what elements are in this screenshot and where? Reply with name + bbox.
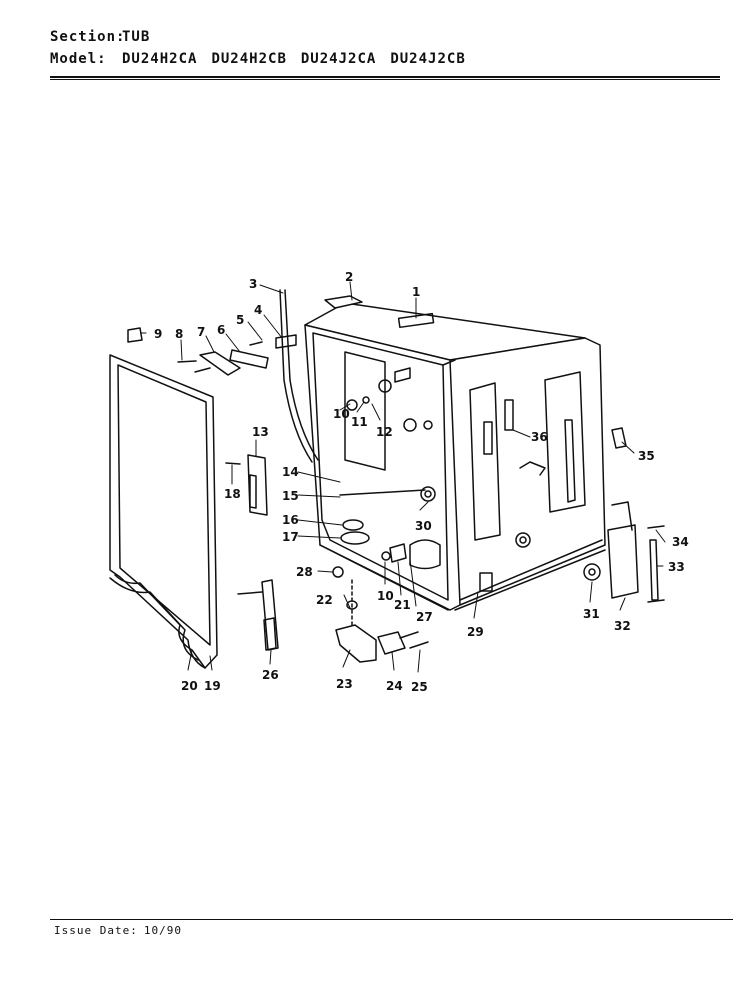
callout-36: 36: [531, 430, 548, 444]
header-rule: [50, 76, 720, 80]
callout-25: 25: [411, 680, 428, 694]
callout-10-lower: 10: [377, 589, 394, 603]
callout-24: 24: [386, 679, 403, 693]
model-2: DU24H2CB: [211, 51, 287, 67]
top-brackets: [127, 295, 363, 376]
part-strap: [284, 289, 319, 461]
model-1: DU24H2CA: [122, 51, 198, 67]
callout-28: 28: [296, 565, 313, 579]
callout-12: 12: [376, 425, 393, 439]
model-4: DU24J2CB: [390, 51, 466, 67]
callout-23: 23: [336, 677, 353, 691]
callout-22: 22: [316, 593, 333, 607]
callout-5: 5: [236, 313, 244, 327]
section-value: TUB: [122, 29, 151, 45]
callout-30: 30: [415, 519, 432, 533]
callout-29: 29: [467, 625, 484, 639]
callout-9: 9: [154, 327, 162, 341]
callout-20: 20: [181, 679, 198, 693]
callout-8: 8: [175, 327, 183, 341]
callout-32: 32: [614, 619, 631, 633]
bottom-parts: [332, 519, 601, 663]
callout-35: 35: [638, 449, 655, 463]
callout-16: 16: [282, 513, 299, 527]
callout-4: 4: [254, 303, 262, 317]
callout-17: 17: [282, 530, 299, 544]
callout-27: 27: [416, 610, 433, 624]
callout-10-upper: 10: [333, 407, 350, 421]
callout-15: 15: [282, 489, 299, 503]
callout-11: 11: [351, 415, 368, 429]
model-heading: Model: DU24H2CA DU24H2CB DU24J2CA DU24J2CB: [50, 51, 480, 67]
callout-2: 2: [345, 270, 353, 284]
callout-1: 1: [412, 285, 420, 299]
hinge-parts: [225, 427, 665, 651]
callout-7: 7: [197, 325, 205, 339]
door-gasket: [109, 354, 218, 669]
callout-31: 31: [583, 607, 600, 621]
callout-numbers: 1 2 3 4 5 6 7 8 9 10 11 12 13 14 15 16 1…: [154, 270, 689, 694]
callout-21: 21: [394, 598, 411, 612]
issue-date: Issue Date: 10/90: [54, 924, 182, 937]
callout-13: 13: [252, 425, 269, 439]
model-label: Model:: [50, 51, 107, 67]
callout-34: 34: [672, 535, 689, 549]
callout-6: 6: [217, 323, 225, 337]
callout-19: 19: [204, 679, 221, 693]
issue-date-value: 10/90: [143, 924, 182, 937]
callout-33: 33: [668, 560, 685, 574]
callout-26: 26: [262, 668, 279, 682]
section-heading: Section:TUB: [50, 29, 164, 45]
issue-date-label: Issue Date:: [54, 924, 138, 937]
model-3: DU24J2CA: [300, 51, 377, 67]
footer-rule: [50, 919, 733, 920]
section-label: Section:: [50, 29, 126, 45]
callout-18: 18: [224, 487, 241, 501]
callout-3: 3: [249, 277, 257, 291]
callout-14: 14: [282, 465, 299, 479]
tub-body: [304, 302, 606, 611]
leader-lines: [140, 281, 666, 673]
